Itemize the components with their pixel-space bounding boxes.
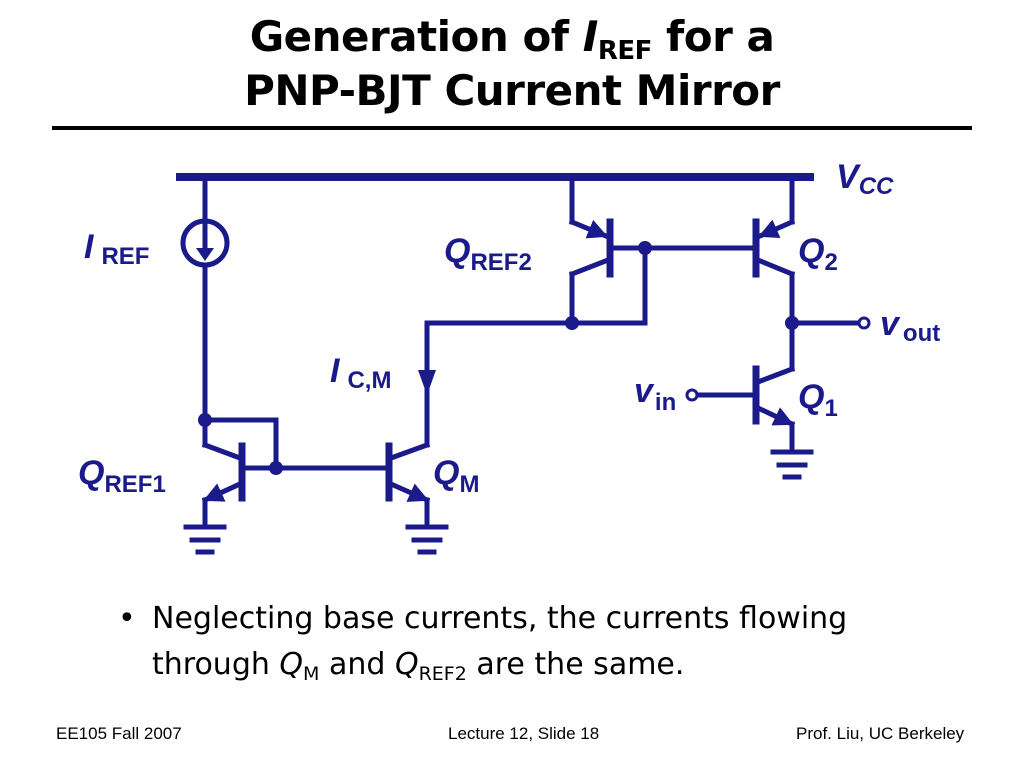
icm-arrow: [418, 370, 436, 395]
footer-lecture: Lecture 12, Slide 18: [448, 724, 600, 743]
q2-transistor: [752, 218, 796, 278]
ground-symbol-q1: [770, 449, 814, 480]
current-source-symbol: [180, 218, 230, 268]
title-underline: [52, 126, 972, 130]
junction-dot: [785, 316, 799, 330]
label-vin: vin: [634, 372, 676, 416]
label-vcc: VCC: [836, 158, 894, 200]
junction-dot: [638, 241, 652, 255]
vin-terminal: [685, 388, 699, 402]
slide-title: Generation of IREF for a PNP-BJT Current…: [0, 10, 1024, 118]
title-line-2: PNP-BJT Current Mirror: [244, 66, 780, 115]
footer-author: Prof. Liu, UC Berkeley: [796, 724, 965, 743]
bullet-text: Neglecting base currents, the currents f…: [152, 601, 848, 685]
ground-symbol-qref1: [183, 524, 227, 555]
qref1-transistor: [201, 441, 363, 504]
qref2-transistor: [568, 218, 759, 278]
label-qref1: QREF1: [78, 454, 166, 498]
footer-course: EE105 Fall 2007: [56, 724, 182, 743]
bullet-glyph: •: [118, 601, 136, 636]
junction-dot: [198, 413, 212, 427]
title-line-1: Generation of IREF for a: [249, 12, 775, 66]
iref-subscript: REF: [597, 36, 653, 66]
label-q2: Q2: [798, 232, 838, 276]
junction-dot: [269, 461, 283, 475]
iref-symbol: I: [582, 12, 599, 61]
label-qref2: QREF2: [444, 232, 532, 276]
label-qm: QM: [433, 454, 479, 498]
vout-terminal: [857, 316, 871, 330]
junction-dot: [565, 316, 579, 330]
q1-transistor: [695, 365, 796, 428]
label-q1: Q1: [798, 378, 838, 422]
qm-transistor: [357, 441, 431, 504]
ground-symbol-qm: [405, 524, 449, 555]
